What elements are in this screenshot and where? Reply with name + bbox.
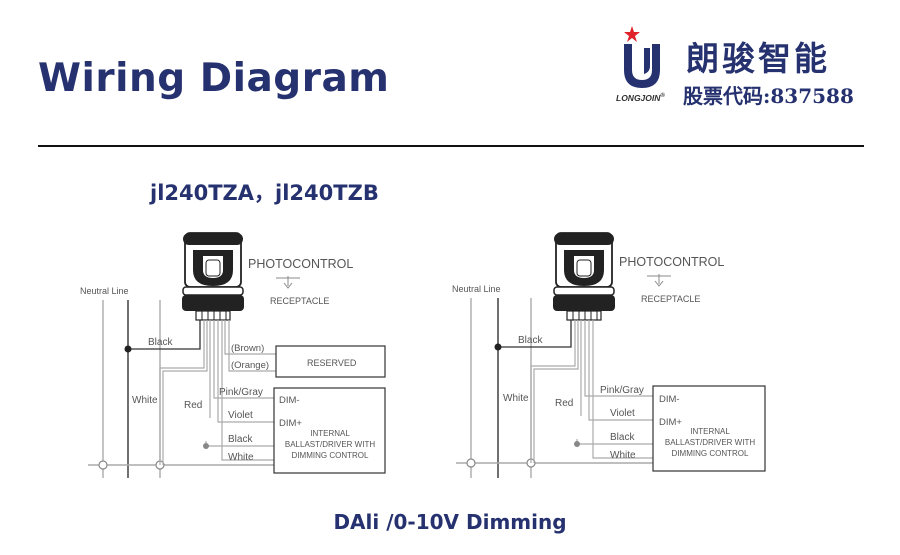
down-arrow-icon bbox=[276, 276, 300, 289]
dim-plus-label: DIM+ bbox=[279, 418, 302, 429]
wiring-diagram-left: PHOTOCONTROL RECEPTACLE Neutral Line Bla… bbox=[80, 232, 386, 478]
wire-white2-label: White bbox=[610, 450, 636, 461]
photocontrol-device bbox=[182, 232, 244, 321]
wire-orange-label: (Orange) bbox=[231, 360, 269, 371]
reserved-box bbox=[275, 345, 386, 378]
wire-pink-gray-label: Pink/Gray bbox=[219, 387, 263, 398]
wiring-diagram-right: PHOTOCONTROL RECEPTACLE Neutral Line Bla… bbox=[452, 232, 766, 478]
model-numbers: jl240TZA，jl240TZB bbox=[150, 181, 379, 205]
down-arrow-icon bbox=[647, 274, 671, 287]
driver-label-line1: INTERNAL bbox=[690, 427, 730, 436]
reserved-label: RESERVED bbox=[307, 358, 357, 368]
driver-label-line3: DIMMING CONTROL bbox=[672, 449, 749, 458]
dim-minus-label: DIM- bbox=[659, 394, 680, 405]
driver-label-line2: BALLAST/DRIVER WITH bbox=[285, 440, 375, 449]
longjoin-logo-icon bbox=[624, 26, 660, 88]
wire-black2-label: Black bbox=[228, 434, 253, 445]
driver-box bbox=[273, 387, 386, 474]
wire-white2-label: White bbox=[228, 452, 254, 463]
wire-black2-label: Black bbox=[610, 432, 635, 443]
driver-label-line3: DIMMING CONTROL bbox=[292, 451, 369, 460]
wire-white-label: White bbox=[132, 395, 158, 406]
wire-black-label: Black bbox=[148, 337, 173, 348]
driver-box bbox=[652, 385, 766, 472]
neutral-line-label: Neutral Line bbox=[452, 284, 501, 294]
receptacle-label: RECEPTACLE bbox=[270, 296, 329, 306]
wire-pink-gray-label: Pink/Gray bbox=[600, 385, 644, 396]
receptacle-label: RECEPTACLE bbox=[641, 294, 700, 304]
wire-violet-label: Violet bbox=[610, 408, 635, 419]
driver-label-line1: INTERNAL bbox=[310, 429, 350, 438]
photocontrol-label: PHOTOCONTROL bbox=[619, 255, 724, 269]
neutral-line-label: Neutral Line bbox=[80, 286, 129, 296]
photocontrol-device bbox=[553, 232, 615, 321]
page-title: Wiring Diagram bbox=[38, 56, 390, 101]
driver-label-line2: BALLAST/DRIVER WITH bbox=[665, 438, 755, 447]
brand-chinese-name: 朗骏智能 bbox=[686, 39, 830, 78]
dim-plus-label: DIM+ bbox=[659, 417, 682, 428]
header-divider bbox=[38, 145, 864, 147]
dim-minus-label: DIM- bbox=[279, 395, 300, 406]
wire-black-label: Black bbox=[518, 335, 543, 346]
brand-english-name: LONGJOIN® bbox=[616, 93, 665, 103]
stock-code: 股票代码:837588 bbox=[683, 84, 854, 108]
dimming-caption: DAli /0-10V Dimming bbox=[333, 510, 567, 534]
wire-red-label: Red bbox=[555, 398, 573, 409]
photocontrol-label: PHOTOCONTROL bbox=[248, 257, 353, 271]
wire-white-label: White bbox=[503, 393, 529, 404]
company-logo: LONGJOIN® 朗骏智能 股票代码:837588 bbox=[616, 26, 866, 111]
wire-red-label: Red bbox=[184, 400, 202, 411]
wire-brown-label: (Brown) bbox=[231, 343, 264, 354]
wire-violet-label: Violet bbox=[228, 410, 253, 421]
